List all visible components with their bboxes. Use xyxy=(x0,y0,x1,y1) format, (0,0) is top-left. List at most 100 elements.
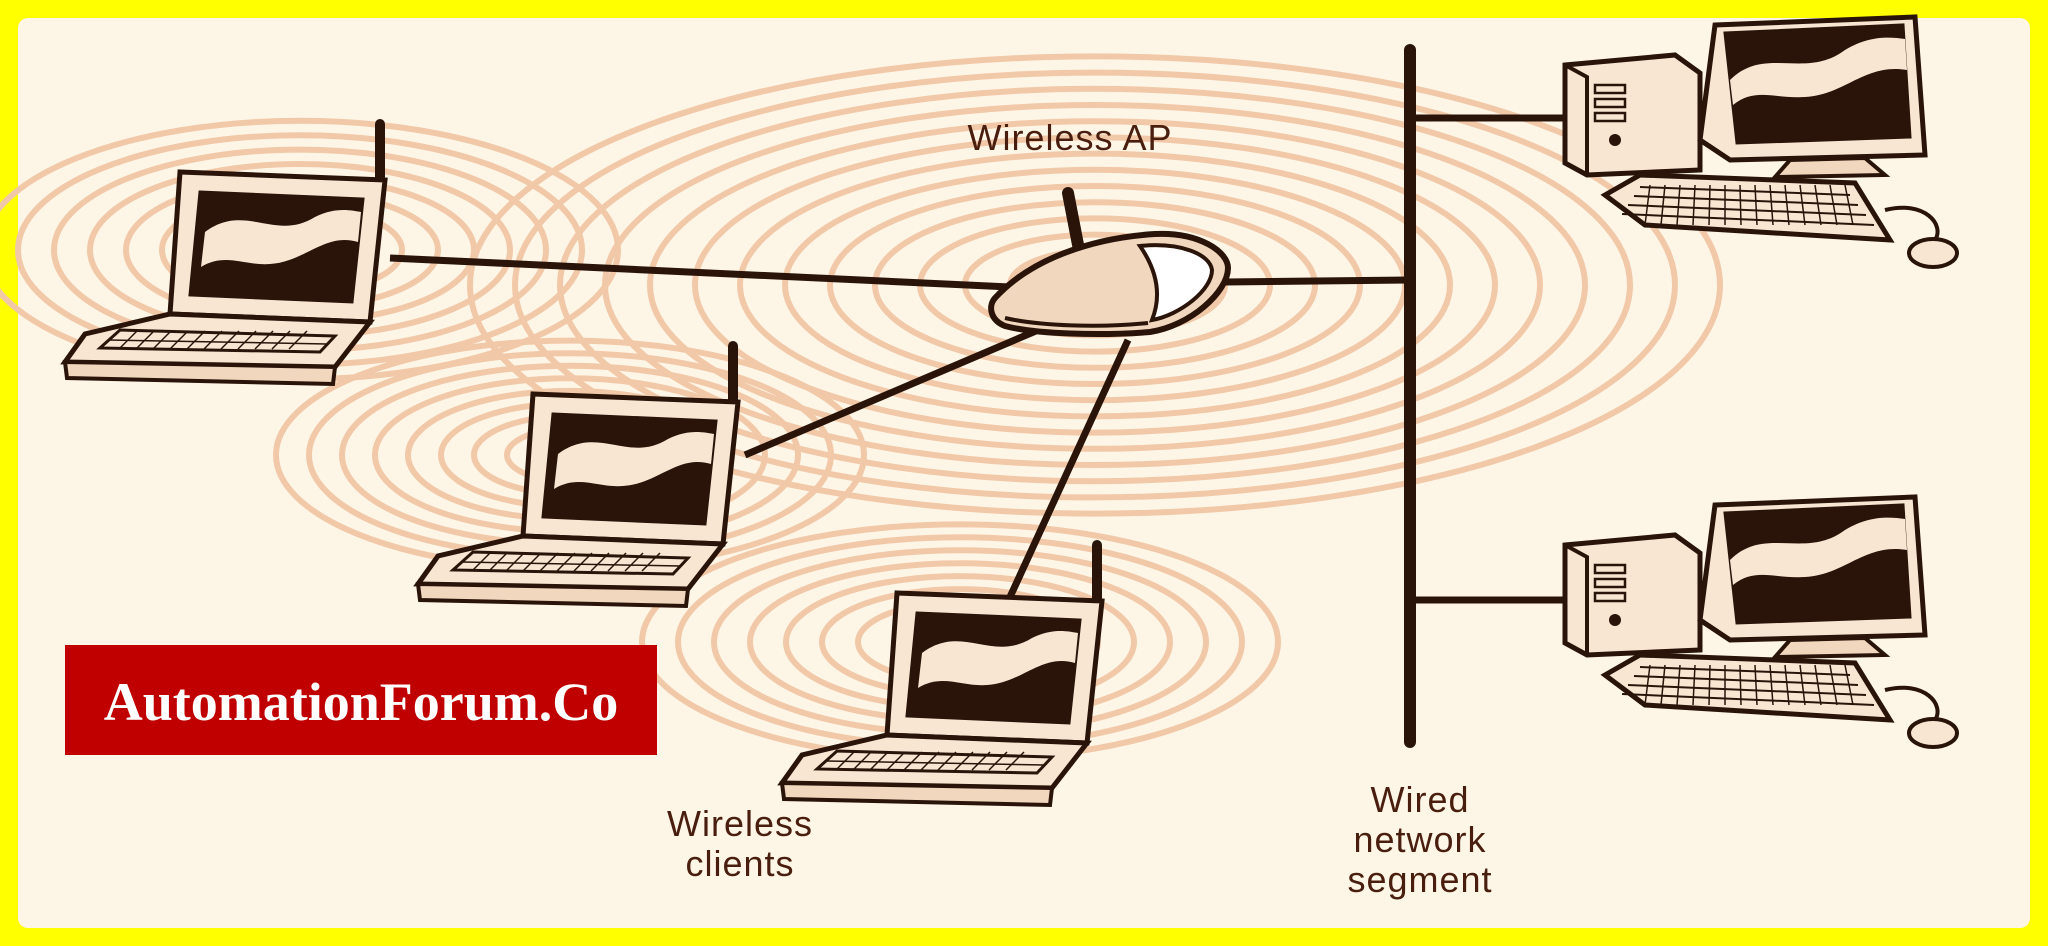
keyboard-key-line xyxy=(505,552,525,572)
keyboard-key-line xyxy=(1754,664,1758,706)
keyboard-key-line xyxy=(1799,664,1806,706)
keyboard-key-line xyxy=(1644,184,1651,226)
keyboard-key-line xyxy=(1769,664,1774,706)
signal-ring xyxy=(692,134,1498,436)
keyboard-key-line xyxy=(641,552,661,572)
wired-segment-label-line-1: Wired xyxy=(1370,779,1469,820)
keyboard-key-line xyxy=(590,552,610,572)
wired-network xyxy=(1224,44,1565,748)
laptop-front-edge xyxy=(62,359,338,387)
keyboard-key-line xyxy=(920,751,940,771)
keyboard-key-line xyxy=(1814,664,1822,706)
signal-ring xyxy=(827,183,1363,387)
desktop-power-button xyxy=(1609,134,1621,146)
keyboard-key-line xyxy=(1676,184,1681,226)
signal-ring xyxy=(512,69,1678,501)
keyboard-key-line xyxy=(237,330,257,350)
keyboard-key-line xyxy=(539,552,559,572)
laptop-screen-wave xyxy=(918,630,1078,688)
keyboard-key-line xyxy=(1799,184,1806,226)
laptop-keyboard xyxy=(813,749,1056,775)
keyboard-key-line xyxy=(826,760,1045,766)
desktop-computer-bottom xyxy=(1562,494,1959,749)
desktop-mouse-cable xyxy=(1884,685,1940,722)
keyboard-key-line xyxy=(271,330,291,350)
keyboard-key-line xyxy=(1829,664,1838,706)
keyboard-key-line xyxy=(522,552,542,572)
keyboard-key-line xyxy=(1660,184,1666,226)
wired-link-ap xyxy=(1224,276,1411,286)
desktop-power-button xyxy=(1609,614,1621,626)
keyboard-key-line xyxy=(624,552,644,572)
signal-ring xyxy=(647,118,1543,452)
laptop-front-edge xyxy=(779,780,1055,808)
watermark-badge: AutomationForum.Co xyxy=(65,645,657,755)
desktop-monitor-stand xyxy=(1770,635,1891,660)
keyboard-key-line xyxy=(1844,664,1854,706)
keyboard-key-line xyxy=(152,330,172,350)
wired-segment-label-line-3: segment xyxy=(1347,859,1492,900)
laptop-client-1 xyxy=(60,119,388,387)
keyboard-key-line xyxy=(1784,664,1790,706)
desktop-keyboard xyxy=(1600,652,1895,723)
watermark-text: AutomationForum.Co xyxy=(104,672,618,732)
wired-segment-label-line-2: network xyxy=(1353,819,1486,860)
wireless-link-laptop-1 xyxy=(389,254,1011,291)
keyboard-key-line xyxy=(1754,184,1758,226)
keyboard-key-row xyxy=(1639,186,1851,196)
desktop-screen-wave xyxy=(1730,37,1907,106)
desktop-screen-wave xyxy=(1730,517,1907,585)
desktop-tower-edge xyxy=(1564,543,1589,655)
laptop-client-2 xyxy=(413,341,741,609)
keyboard-key-line xyxy=(220,330,240,350)
keyboard-key-line xyxy=(869,751,889,771)
laptop-front-edge xyxy=(415,581,691,609)
laptop-screen-wave xyxy=(201,209,361,267)
laptop-keyboard xyxy=(96,328,339,354)
laptop-screen-wave xyxy=(554,431,714,489)
keyboard-key-line xyxy=(971,751,991,771)
keyboard-key-line xyxy=(1676,664,1681,706)
keyboard-key-line xyxy=(886,751,906,771)
keyboard-key-line xyxy=(988,751,1008,771)
keyboard-key-line xyxy=(1739,664,1742,706)
laptop-keyboard xyxy=(449,550,692,576)
desktop-drive-bay xyxy=(1593,591,1627,603)
access-point-device xyxy=(988,187,1232,337)
keyboard-key-line xyxy=(607,552,627,572)
watermark-background xyxy=(65,645,657,755)
keyboard-key-line xyxy=(1829,184,1838,226)
keyboard-key-line xyxy=(1644,664,1651,706)
desktop-drive-bay xyxy=(1593,577,1627,589)
keyboard-key-line xyxy=(254,330,274,350)
wireless-link-laptop-2 xyxy=(743,321,1052,459)
keyboard-key-line xyxy=(109,339,328,345)
keyboard-key-line xyxy=(937,751,957,771)
access-point-antenna xyxy=(1062,187,1086,261)
keyboard-key-line xyxy=(1708,184,1711,226)
keyboard-key-line xyxy=(1005,751,1025,771)
keyboard-key-row xyxy=(1621,693,1875,706)
desktop-mouse xyxy=(1907,237,1959,269)
keyboard-key-line xyxy=(1769,184,1774,226)
keyboard-key-row xyxy=(1621,213,1875,226)
desktop-monitor-stand xyxy=(1770,155,1891,180)
keyboard-key-line xyxy=(573,552,593,572)
signal-ring xyxy=(557,85,1633,485)
keyboard-key-row xyxy=(1627,684,1867,696)
wireless-link-laptop-3 xyxy=(1006,338,1132,599)
keyboard-key-row xyxy=(1633,195,1859,206)
keyboard-key-row xyxy=(1639,666,1851,676)
access-point-highlight xyxy=(1136,243,1215,323)
desktop-drive-bay xyxy=(1593,83,1627,95)
signal-ring xyxy=(872,199,1318,371)
keyboard-key-line xyxy=(556,552,576,572)
keyboard-key-line xyxy=(1739,184,1742,226)
keyboard-key-line xyxy=(186,330,206,350)
desktop-mouse xyxy=(1907,717,1959,749)
desktop-drive-bay xyxy=(1593,563,1627,575)
keyboard-key-line xyxy=(169,330,189,350)
keyboard-key-line xyxy=(1784,184,1790,226)
keyboard-key-line xyxy=(1814,184,1822,226)
